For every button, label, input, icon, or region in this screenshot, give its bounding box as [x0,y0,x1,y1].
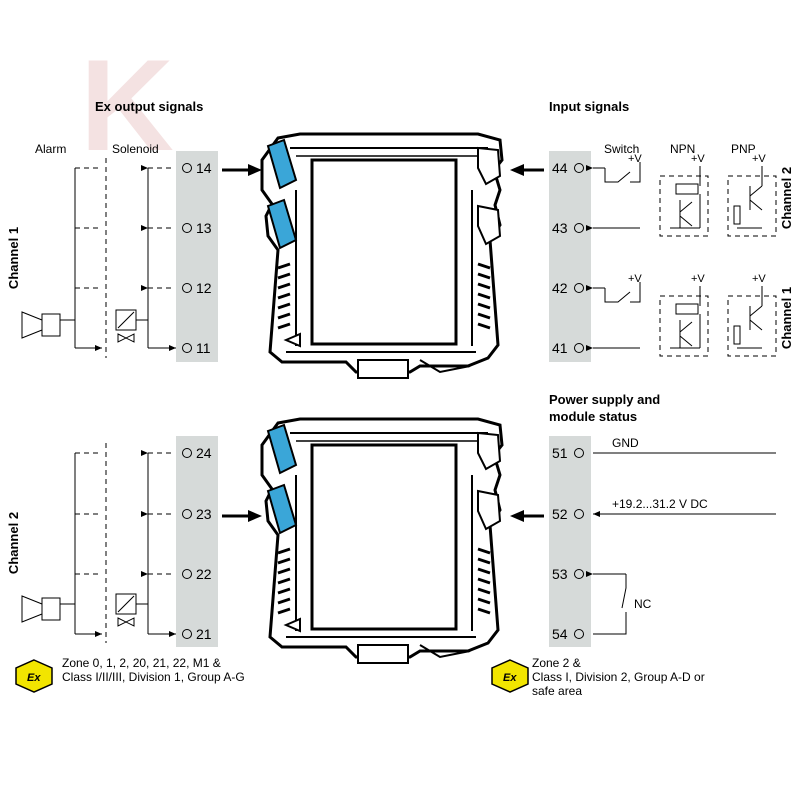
zone-right-line-2: Class I, Division 2, Group A-D or [532,670,705,684]
terminal-22-label: 22 [196,566,212,582]
channel-1-right-label: Channel 1 [779,287,794,349]
terminal-12-label: 12 [196,280,212,296]
terminal-53-circle [574,569,584,579]
power-header-line-2: module status [549,409,637,424]
terminal-43-label: 43 [552,220,568,236]
terminal-strip-left-top [176,151,218,362]
plus-v-npn-ch1: +V [691,273,705,285]
terminal-24-circle [182,448,192,458]
nc-contact-icon [593,574,627,635]
terminal-51-circle [574,448,584,458]
terminal-43-circle [574,223,584,233]
input-wiring-channel-1: +V +V +V [586,273,777,357]
terminal-group-right-bottom: 51 52 53 54 [552,445,584,642]
gnd-label: GND [612,436,639,450]
terminal-22-circle [182,569,192,579]
ex-badge-right: Ex [491,659,529,693]
ex-hexagon-icon [15,659,53,693]
plus-v-pnp-ch1: +V [752,273,766,285]
switch-label: Switch [604,142,639,156]
left-bottom-wiring [21,443,176,643]
terminal-14-label: 14 [196,160,212,176]
nc-label: NC [634,597,652,611]
terminal-24-label: 24 [196,445,212,461]
zone-left-line-2: Class I/II/III, Division 1, Group A-G [62,670,245,684]
channel-2-left-label: Channel 2 [6,512,21,574]
terminal-44-circle [574,163,584,173]
terminal-21-label: 21 [196,626,212,642]
npn-label: NPN [670,142,695,156]
terminal-12-circle [182,283,192,293]
terminal-11-label: 11 [196,340,211,356]
zone-left-line-1: Zone 0, 1, 2, 20, 21, 22, M1 & [62,656,221,670]
terminal-41-circle [574,343,584,353]
terminal-strip-right-bottom [549,436,591,647]
terminal-strip-left-bottom [176,436,218,647]
terminal-44-label: 44 [552,160,568,176]
ex-symbol-left: Ex [27,672,41,684]
zone-right-line-1: Zone 2 & [532,656,581,670]
plus-v-npn-ch2: +V [691,153,705,165]
input-signals-header: Input signals [549,99,629,114]
watermark-logo: K [80,32,174,178]
terminal-14-circle [182,163,192,173]
terminal-group-left-bottom: 24 23 22 21 [182,445,212,642]
power-header-line-1: Power supply and [549,392,660,407]
terminal-52-label: 52 [552,506,568,522]
ex-hexagon-icon [491,659,529,693]
terminal-13-circle [182,223,192,233]
alarm-horn-icon-ch1 [21,311,43,339]
signal-arrows [222,164,544,522]
terminal-42-label: 42 [552,280,568,296]
terminal-41-label: 41 [552,340,568,356]
ex-symbol-right: Ex [503,672,517,684]
module-bottom-drawing [260,417,504,665]
terminal-23-circle [182,509,192,519]
terminal-11-circle [182,343,192,353]
ex-output-header: Ex output signals [95,99,203,114]
terminal-group-left-top: 14 13 12 11 [182,160,212,356]
alarm-horn-icon-ch2 [21,595,43,623]
alarm-label: Alarm [35,142,66,156]
terminal-53-label: 53 [552,566,568,582]
plus-v-switch-ch1: +V [628,273,642,285]
supply-voltage-label: +19.2...31.2 V DC [612,497,708,511]
plus-v-switch-ch2: +V [628,153,642,165]
terminal-23-label: 23 [196,506,212,522]
terminal-21-circle [182,629,192,639]
plus-v-pnp-ch2: +V [752,153,766,165]
terminal-51-label: 51 [552,445,568,461]
channel-2-right-label: Channel 2 [779,167,794,229]
pnp-label: PNP [731,142,756,156]
terminal-42-circle [574,283,584,293]
zone-right-line-3: safe area [532,684,582,698]
left-top-wiring [21,158,176,358]
channel-1-left-label: Channel 1 [6,227,21,289]
terminal-54-label: 54 [552,626,568,642]
terminal-54-circle [574,629,584,639]
power-wiring: GND +19.2...31.2 V DC NC [586,436,776,635]
solenoid-label: Solenoid [112,142,159,156]
terminal-52-circle [574,509,584,519]
terminal-13-label: 13 [196,220,212,236]
module-top-drawing [260,132,504,380]
input-wiring-channel-2: +V +V +V [586,153,777,237]
terminal-group-right-top: 44 43 42 41 [552,160,584,356]
ex-badge-left: Ex [15,659,53,693]
terminal-strip-right-top [549,151,591,362]
